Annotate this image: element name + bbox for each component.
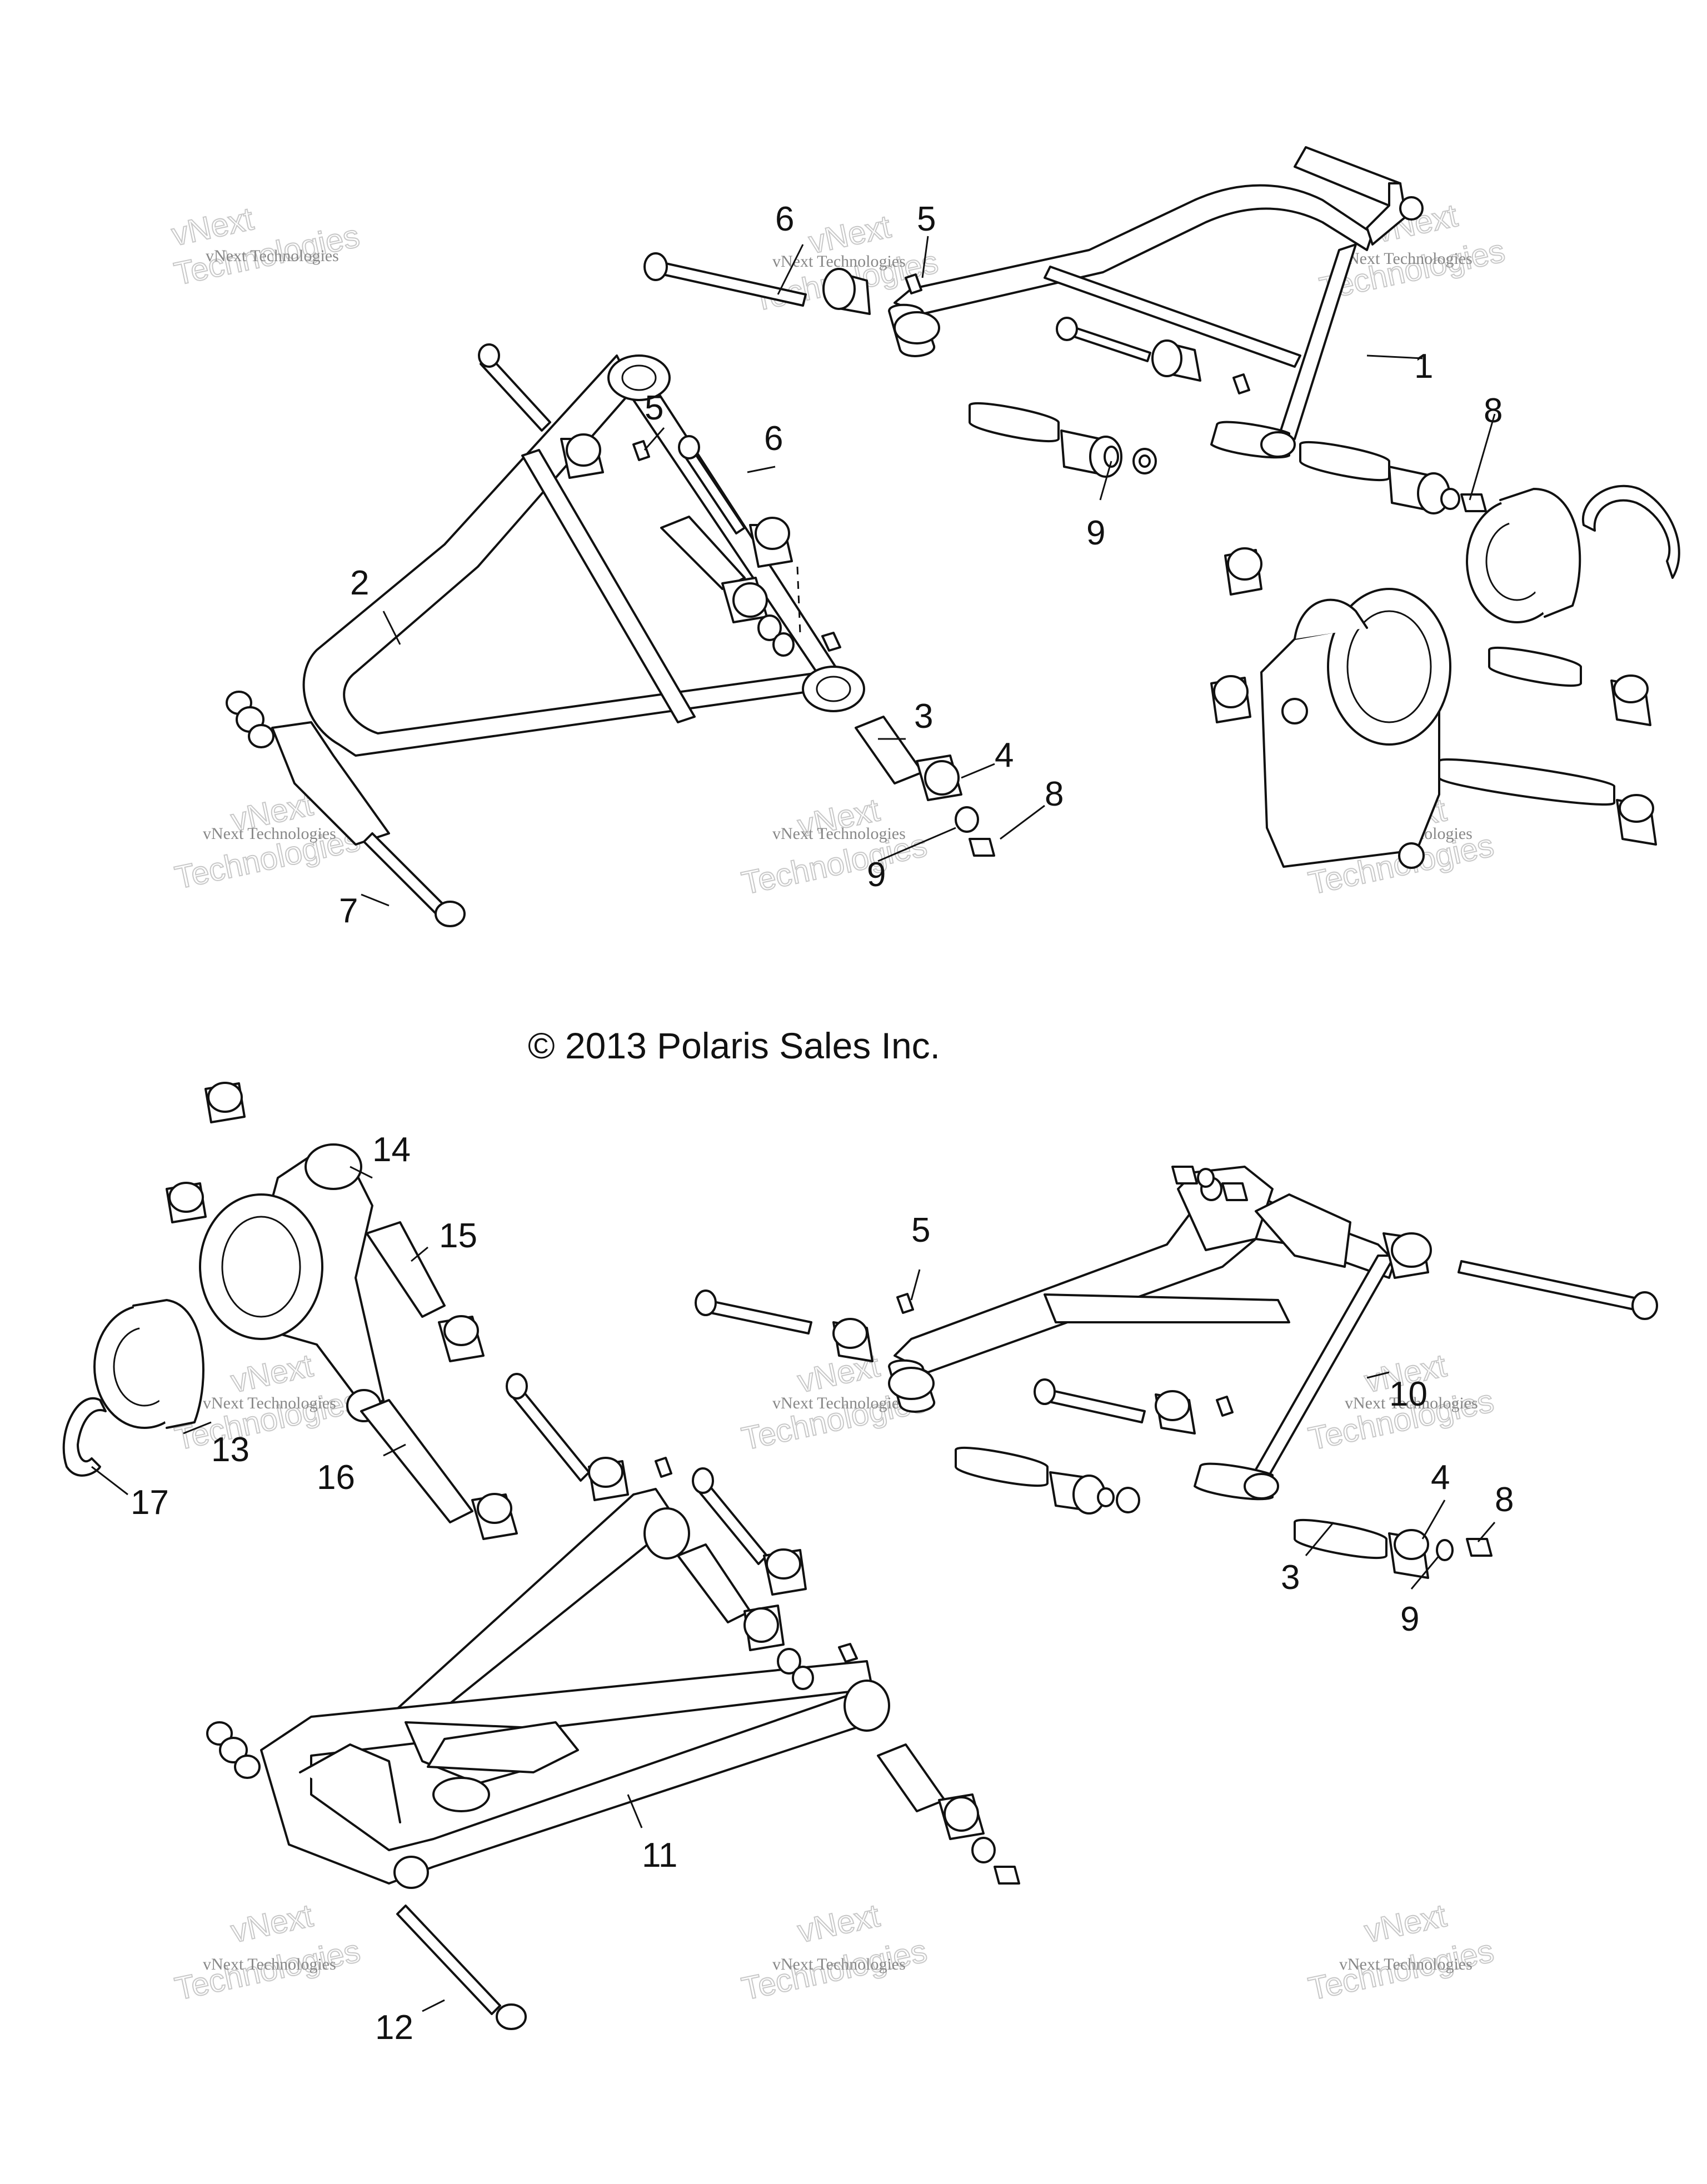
watermark-text: vNext Technologies <box>203 824 336 843</box>
watermark-text: vNext <box>795 1897 883 1950</box>
callout-9: 9 <box>867 856 886 894</box>
watermark-text: vNext <box>228 1897 316 1950</box>
callout-2: 2 <box>350 564 369 602</box>
watermark-text: vNext <box>228 1347 316 1400</box>
callout-16: 16 <box>317 1458 355 1497</box>
upper-a-arm-bottom-right <box>888 1166 1432 1501</box>
callout-4: 4 <box>1431 1458 1450 1497</box>
callout-7: 7 <box>339 892 358 930</box>
callout-6: 6 <box>775 200 794 238</box>
callout-5: 5 <box>917 200 936 238</box>
watermark-bottom-center: vNext Technologies <box>738 1897 931 2008</box>
callout-8: 8 <box>1495 1481 1514 1519</box>
lower-a-arm-bottom <box>260 1488 890 1889</box>
callout-5: 5 <box>645 389 663 427</box>
watermark-text: vNext Technologies <box>203 1394 336 1412</box>
callout-1: 1 <box>1414 347 1433 386</box>
copyright-text: © 2013 Polaris Sales Inc. <box>528 1025 940 1066</box>
hub-assembly-top-right <box>1210 484 1680 869</box>
callout-15: 15 <box>439 1217 477 1255</box>
lower-a-arm-left <box>271 354 865 846</box>
callout-9: 9 <box>1086 514 1105 552</box>
watermark-top-left: vNext Technologies <box>168 200 363 293</box>
hardware-top-left <box>226 343 995 927</box>
callout-5: 5 <box>911 1211 930 1250</box>
upper-a-arm-right <box>888 146 1424 459</box>
hardware-bottom-left <box>206 1373 1020 2030</box>
callout-10: 10 <box>1389 1375 1428 1413</box>
callout-4: 4 <box>995 736 1014 774</box>
callout-11: 11 <box>642 1836 677 1875</box>
callout-8: 8 <box>1045 775 1064 813</box>
callout-6: 6 <box>764 419 783 458</box>
watermark-text: vNext Technologies <box>1345 1394 1478 1412</box>
callout-9: 9 <box>1400 1600 1419 1638</box>
watermark-text: vNext Technologies <box>206 247 339 265</box>
watermark-text: vNext Technologies <box>772 824 906 843</box>
hub-assembly-bottom-left <box>62 1082 518 1540</box>
watermark-text: vNext Technologies <box>203 1955 336 1973</box>
watermark-text: vNext Technologies <box>1339 1955 1473 1973</box>
watermark-text: vNext Technologies <box>772 1394 906 1412</box>
callout-13: 13 <box>211 1431 249 1469</box>
callout-14: 14 <box>372 1131 411 1169</box>
watermark-text: vNext Technologies <box>772 1955 906 1973</box>
watermark-text: vNext Technologies <box>1339 249 1473 268</box>
callout-8: 8 <box>1484 392 1503 430</box>
callout-12: 12 <box>375 2008 413 2047</box>
callout-3: 3 <box>914 697 933 736</box>
watermark-text: vNext <box>1361 1897 1450 1950</box>
callout-numbers: 6 5 1 8 9 5 6 2 3 4 8 9 7 14 15 13 16 17… <box>131 200 1514 2047</box>
leader-lines <box>91 236 1496 2012</box>
callout-3: 3 <box>1281 1558 1300 1597</box>
callout-17: 17 <box>131 1483 169 1522</box>
watermark-bottom-right: vNext Technologies <box>1305 1897 1498 2008</box>
watermark-bottom-left: vNext Technologies <box>171 1897 364 2008</box>
hardware-top-right <box>643 252 1487 514</box>
hardware-bottom-right <box>695 1260 1658 1579</box>
